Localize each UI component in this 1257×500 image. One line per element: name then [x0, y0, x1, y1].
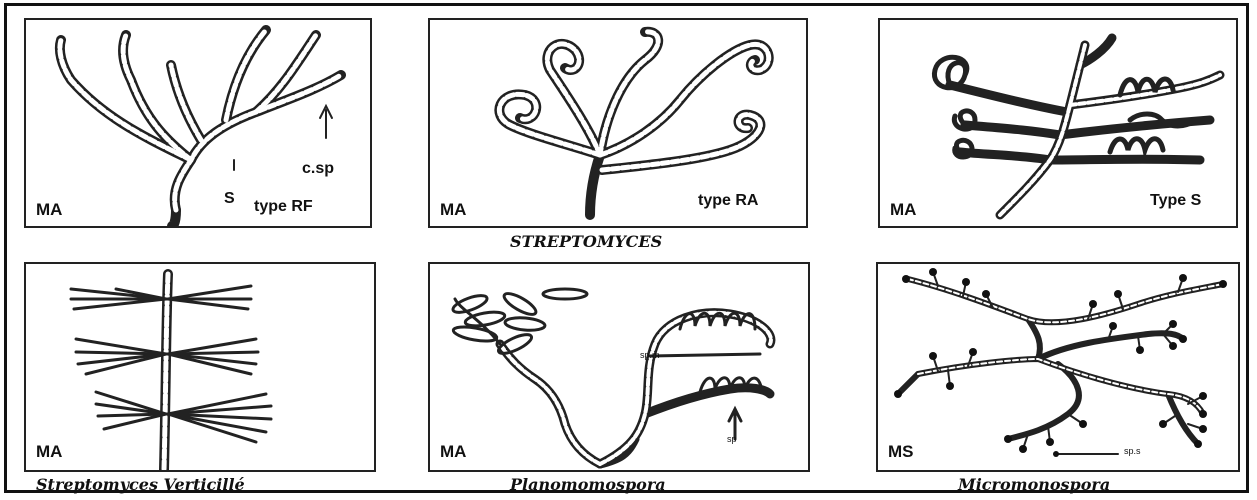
mark-csp: c.sp	[302, 160, 334, 178]
morphology-label: MA	[36, 200, 62, 220]
type-label: type RF	[254, 198, 313, 216]
filament-drawing-micromonospora	[878, 264, 1238, 470]
mark-spm: sp.m	[640, 350, 660, 360]
panel-micromonospora: sp.s MS	[876, 262, 1240, 472]
mark-sp: sp	[727, 434, 737, 444]
filament-drawing-verticille	[26, 264, 374, 470]
type-label: type RA	[698, 192, 758, 210]
panel-type-ra: MA type RA	[428, 18, 808, 228]
morphology-label: MA	[440, 442, 466, 462]
caption-streptomyces-verticille: Streptomyces Verticillé	[36, 475, 245, 494]
panel-type-rf: c.sp S MA type RF	[24, 18, 372, 228]
type-label: Type S	[1150, 192, 1201, 210]
panel-planomomospora: sp.m sp MA	[428, 262, 810, 472]
caption-planomomospora: Planomomospora	[510, 475, 666, 494]
panel-type-s: MA Type S	[878, 18, 1238, 228]
morphology-label: MA	[36, 442, 62, 462]
filament-drawing-planomomospora	[430, 264, 808, 470]
morphology-label: MS	[888, 442, 914, 462]
caption-streptomyces: STREPTOMYCES	[510, 232, 662, 251]
morphology-label: MA	[440, 200, 466, 220]
filament-drawing-rf	[26, 20, 370, 226]
panel-streptomyces-verticille: MA	[24, 262, 376, 472]
morphology-label: MA	[890, 200, 916, 220]
caption-micromonospora: Micromonospora	[958, 475, 1110, 494]
mark-s: S	[224, 190, 235, 208]
mark-sps: sp.s	[1124, 446, 1141, 456]
